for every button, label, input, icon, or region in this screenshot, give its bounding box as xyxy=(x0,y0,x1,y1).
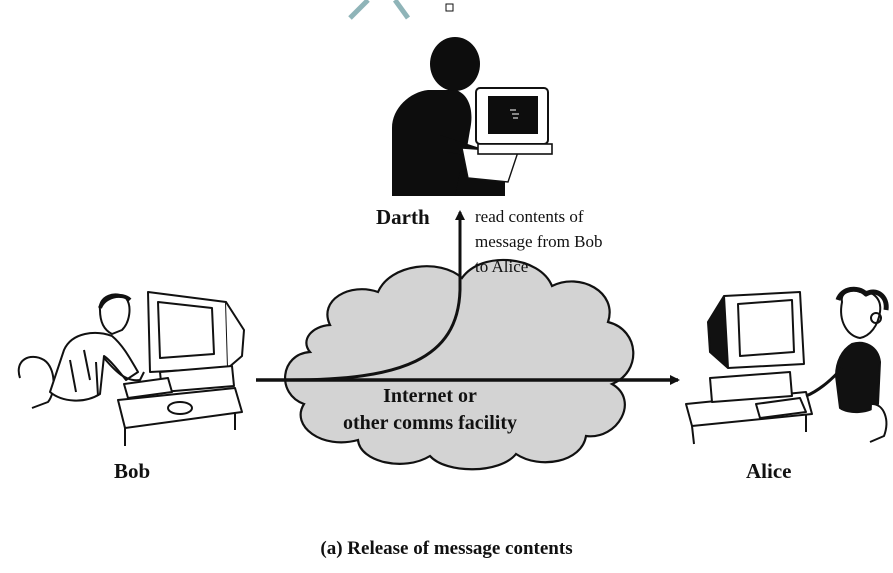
network-label-line-2: other comms facility xyxy=(342,412,518,434)
interception-annotation: read contents of message from Bob to Ali… xyxy=(475,204,602,279)
annotation-line-1: read contents of xyxy=(475,207,584,226)
network-cloud-icon xyxy=(284,258,635,471)
bob-at-computer-icon xyxy=(17,291,245,446)
darth-label: Darth xyxy=(376,205,430,229)
bob-label: Bob xyxy=(114,459,151,483)
partial-shape-top xyxy=(348,0,454,20)
figure-caption: (a) Release of message contents xyxy=(320,538,573,559)
annotation-line-2: message from Bob xyxy=(475,232,603,251)
interception-arrow-to-darth xyxy=(289,210,465,382)
annotation-line-3: to Alice xyxy=(475,257,529,276)
alice-at-computer-icon xyxy=(685,286,889,445)
network-label: Internet or other comms facility xyxy=(300,383,560,437)
eavesdropper-silhouette-icon xyxy=(392,37,553,196)
alice-label: Alice xyxy=(746,459,792,483)
network-label-line-1: Internet or xyxy=(383,385,477,407)
